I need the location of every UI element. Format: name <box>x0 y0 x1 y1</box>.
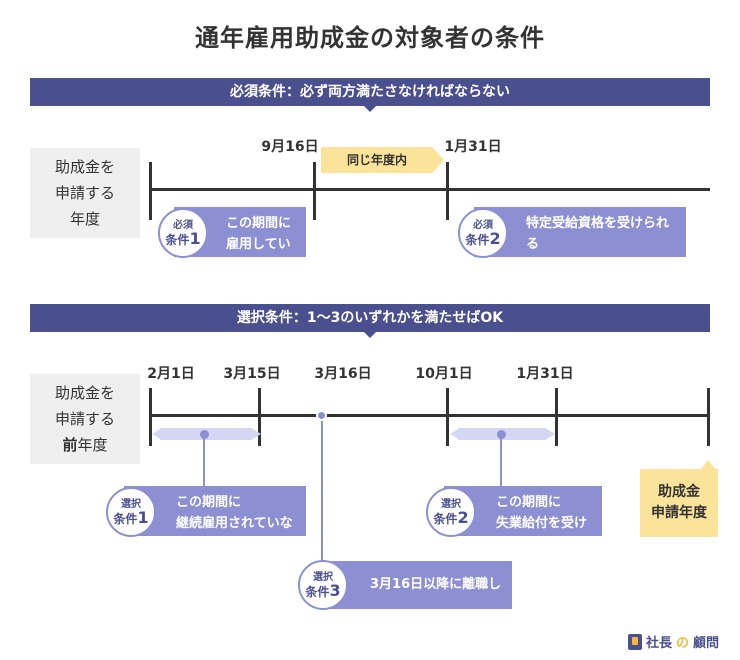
timeline-start-tick <box>149 388 152 446</box>
row-label-application-year: 助成金を 申請する 年度 <box>30 148 140 238</box>
row-label-line: 助成金を <box>54 384 115 402</box>
tick-jan31 <box>446 162 449 220</box>
badge-word: 条件 <box>305 585 330 599</box>
range-arrow-right <box>545 428 555 440</box>
row-label-line: 前年度 <box>30 432 140 458</box>
optional-conditions-banner: 選択条件：1〜3のいずれかを満たせばOK <box>30 304 710 332</box>
logo-text-mid: の <box>676 636 690 651</box>
apply-year-line: 助成金 <box>658 484 700 500</box>
required-condition-1-badge: 必須 条件1 <box>158 208 208 258</box>
logo-mark-icon <box>628 633 642 650</box>
date-feb1: 2月1日 <box>147 366 195 382</box>
optional-condition-3-badge: 選択 条件3 <box>298 560 348 610</box>
date-jan31: 1月31日 <box>516 366 574 382</box>
badge-number: 1 <box>189 229 201 248</box>
row-label-line: 年度 <box>69 210 100 228</box>
badge-number: 2 <box>489 229 501 248</box>
card-line: 特定受給資格を受けられる <box>526 216 670 252</box>
connector-cond1 <box>203 438 205 486</box>
badge-label: 条件1 <box>113 508 149 527</box>
row-label-previous-year: 助成金を 申請する 前年度 <box>30 374 140 464</box>
optional-condition-1-badge: 選択 条件1 <box>106 487 156 537</box>
badge-label: 条件2 <box>465 229 501 248</box>
page-title: 通年雇用助成金の対象者の条件 <box>195 24 545 52</box>
badge-label: 条件1 <box>165 229 201 248</box>
optional-condition-2-badge: 選択 条件2 <box>426 487 476 537</box>
row-label-line: 申請する <box>54 410 115 428</box>
same-year-tag: 同じ年度内 <box>321 147 433 173</box>
timeline-end-tick <box>707 388 710 446</box>
range-arrow-right <box>251 428 261 440</box>
tick-jan31 <box>555 388 558 446</box>
date-mar16: 3月16日 <box>314 366 372 382</box>
logo-text-right: 顧問 <box>693 636 720 651</box>
date-jan31: 1月31日 <box>444 139 502 155</box>
tick-mar15 <box>258 388 261 446</box>
badge-number: 1 <box>137 508 149 527</box>
timeline-start-tick <box>149 162 152 220</box>
card-line: この期間に <box>226 216 292 231</box>
connector-cond2 <box>500 438 502 486</box>
row-label-rest: 年度 <box>77 436 108 454</box>
badge-top: 必須 <box>473 220 493 231</box>
row-label-bold: 前 <box>62 436 78 454</box>
badge-word: 条件 <box>433 512 458 526</box>
apply-year-line: 申請年度 <box>651 505 707 521</box>
tick-sep16 <box>313 162 316 220</box>
apply-year-pointer <box>700 460 716 470</box>
date-mar15: 3月15日 <box>223 366 281 382</box>
badge-top: 選択 <box>121 499 141 510</box>
range-arrow-left <box>450 428 460 440</box>
badge-label: 条件3 <box>305 581 341 600</box>
mar16-point <box>316 410 327 421</box>
timeline-axis-1 <box>149 188 710 191</box>
badge-word: 条件 <box>465 233 490 247</box>
banner-notch <box>364 106 376 112</box>
badge-word: 条件 <box>113 512 138 526</box>
connector-cond3 <box>321 421 323 561</box>
optional-condition-3-card: 3月16日以降に離職した <box>318 561 512 628</box>
badge-top: 必須 <box>173 220 193 231</box>
logo-text-left: 社長 <box>646 636 673 651</box>
card-line: 見込みがある <box>526 258 605 273</box>
range-2-dot <box>497 430 506 439</box>
badge-top: 選択 <box>441 499 461 510</box>
badge-number: 3 <box>329 581 341 600</box>
card-line: この期間に <box>176 495 242 510</box>
card-line: 失業給付を受けた <box>496 516 588 552</box>
card-line: 雇用している <box>226 237 291 273</box>
required-condition-2-card: 特定受給資格を受けられる 見込みがある <box>474 207 686 273</box>
card-line: この期間に <box>496 495 562 510</box>
required-conditions-banner: 必須条件：必ず両方満たさなければならない <box>30 78 710 106</box>
application-year-box: 助成金 申請年度 <box>640 469 718 537</box>
badge-top: 選択 <box>313 572 333 583</box>
badge-number: 2 <box>457 508 469 527</box>
brand-logo: 社長の顧問 <box>628 632 719 651</box>
badge-label: 条件2 <box>433 508 469 527</box>
tick-oct1 <box>446 388 449 446</box>
timeline-axis-2 <box>149 414 710 417</box>
card-line: 3月16日以降に離職した <box>370 577 502 628</box>
row-label-line: 申請する <box>54 184 115 202</box>
date-oct1: 10月1日 <box>415 366 473 382</box>
date-sep16: 9月16日 <box>261 139 319 155</box>
range-arrow-left <box>152 428 162 440</box>
badge-word: 条件 <box>165 233 190 247</box>
required-condition-2-badge: 必須 条件2 <box>458 208 508 258</box>
optional-condition-1-card: この期間に 継続雇用されていない <box>124 486 306 552</box>
range-1-dot <box>200 430 209 439</box>
row-label-line: 助成金を <box>54 158 115 176</box>
card-line: 継続雇用されていない <box>176 516 293 552</box>
same-year-arrowhead <box>432 147 444 173</box>
banner-notch <box>364 332 376 338</box>
